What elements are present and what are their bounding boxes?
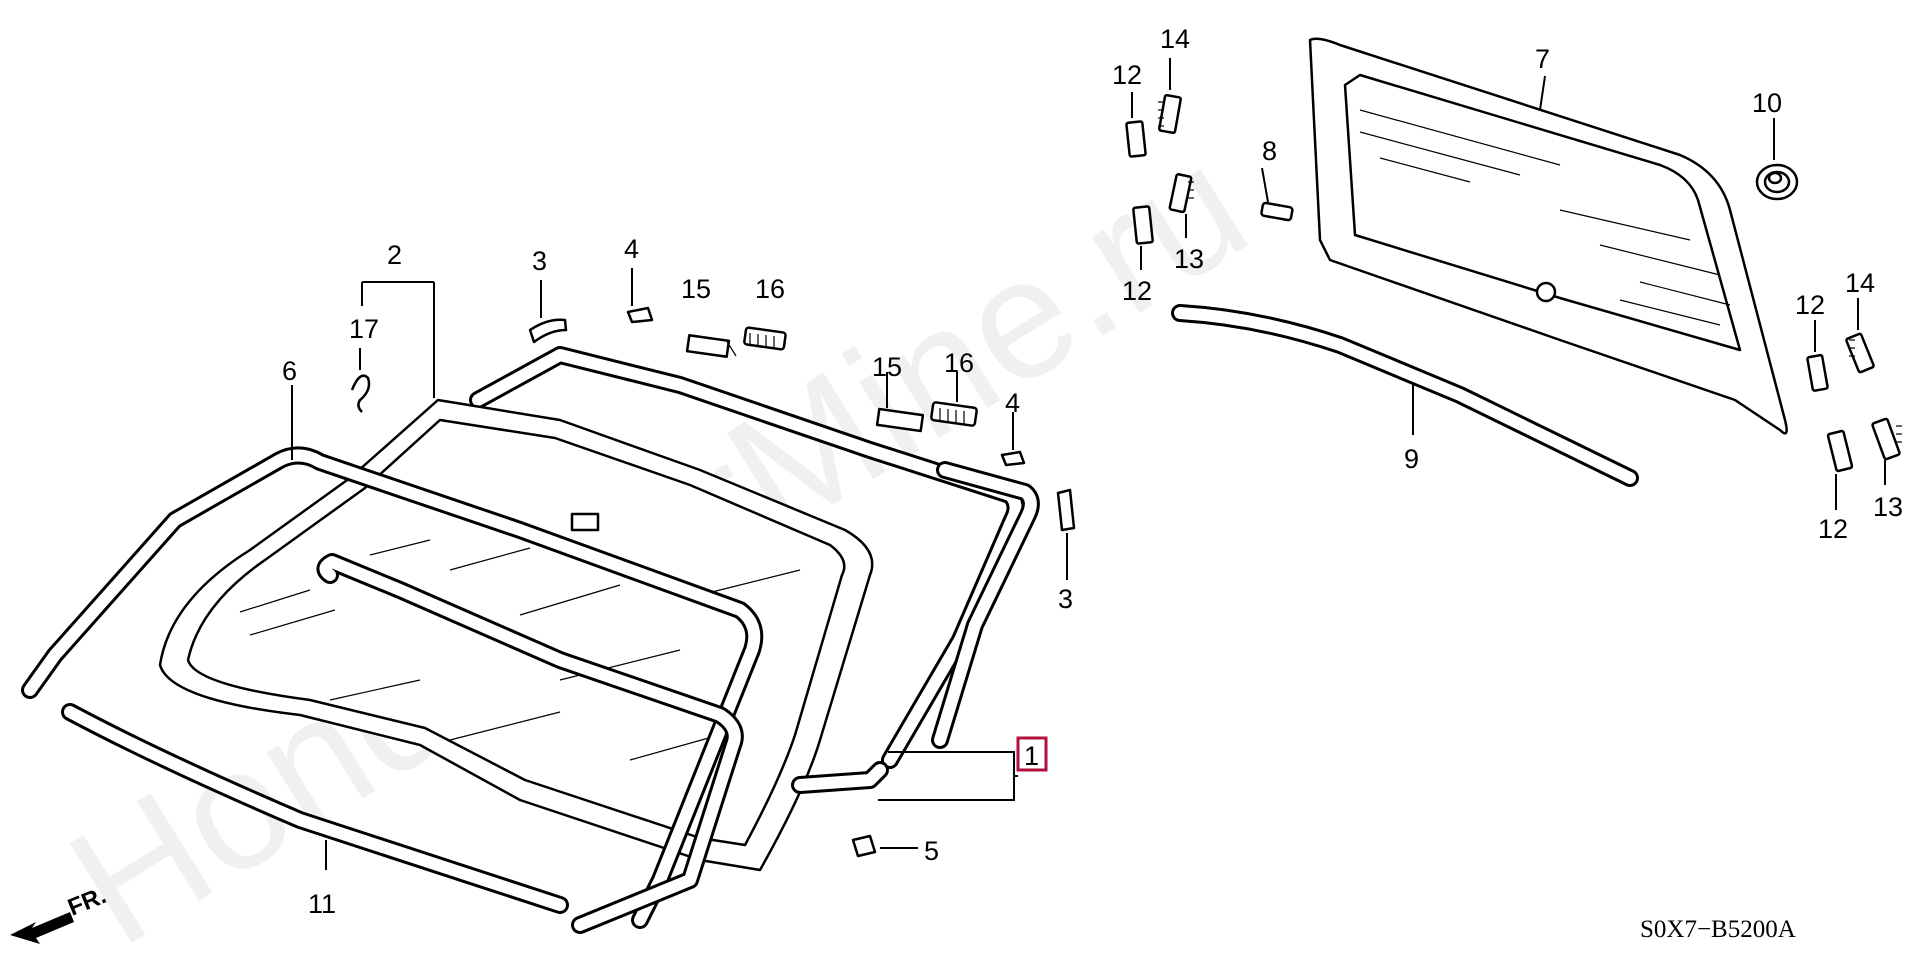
callout-15a: 15 xyxy=(681,274,711,304)
fastener-16b xyxy=(930,401,978,427)
callout-1-highlight-box[interactable] xyxy=(1016,736,1048,772)
clip-3b xyxy=(1056,488,1076,532)
fastener-15a xyxy=(685,334,737,358)
callout-12c: 12 xyxy=(1795,290,1825,320)
callout-2: 2 xyxy=(387,240,402,270)
callout-3b: 3 xyxy=(1058,584,1073,614)
clip-4a xyxy=(626,306,654,324)
fastener-12b xyxy=(1132,205,1154,245)
fastener-13a xyxy=(1168,173,1194,214)
windshield-side-molding xyxy=(931,461,1040,749)
front-direction-arrow: FR. xyxy=(10,882,110,944)
callout-12a: 12 xyxy=(1112,60,1142,90)
callout-10: 10 xyxy=(1752,88,1782,118)
callout-17: 17 xyxy=(349,314,379,344)
callout-13a: 13 xyxy=(1174,244,1204,274)
fastener-16a xyxy=(743,326,787,351)
rear-window-glass xyxy=(1308,37,1788,435)
windshield-upper-molding xyxy=(469,346,1025,769)
grommet-10 xyxy=(1755,163,1799,201)
fastener-12a xyxy=(1125,120,1147,158)
callout-4a: 4 xyxy=(624,234,639,264)
callout-9: 9 xyxy=(1404,444,1419,474)
leader-lines xyxy=(291,58,1886,870)
clip-5 xyxy=(851,834,877,858)
clip-8 xyxy=(1260,201,1294,222)
callout-7: 7 xyxy=(1535,44,1550,74)
callout-3a: 3 xyxy=(532,246,547,276)
callout-5: 5 xyxy=(924,836,939,866)
fastener-14b xyxy=(1845,332,1875,374)
callout-1[interactable]: 1 xyxy=(1024,741,1039,771)
windshield-dam-rubber xyxy=(21,446,764,934)
callout-11: 11 xyxy=(308,889,336,919)
clip-4b xyxy=(1000,450,1026,467)
callout-14b: 14 xyxy=(1845,268,1875,298)
fastener-14a xyxy=(1158,93,1182,135)
callout-8: 8 xyxy=(1262,136,1277,166)
mirror-mount-pad xyxy=(570,512,600,532)
wire-clip-17 xyxy=(350,374,371,413)
callout-16b: 16 xyxy=(944,348,974,378)
fastener-12c xyxy=(1806,353,1829,392)
fastener-12d xyxy=(1826,429,1854,473)
callout-4b: 4 xyxy=(1005,388,1020,418)
fastener-15b xyxy=(875,407,925,433)
rear-window-molding xyxy=(1171,304,1639,487)
callout-14a: 14 xyxy=(1160,24,1190,54)
callout-12b: 12 xyxy=(1122,276,1152,306)
lower-molding xyxy=(61,703,569,914)
defogger-terminal xyxy=(1535,281,1557,303)
callout-15b: 15 xyxy=(872,352,902,382)
callout-6: 6 xyxy=(282,356,297,386)
fastener-13b xyxy=(1871,417,1902,461)
callout-13b: 13 xyxy=(1873,492,1903,522)
diagram-code: S0X7−B5200A xyxy=(1640,916,1796,943)
callout-12d: 12 xyxy=(1818,514,1848,544)
clip-3a xyxy=(528,318,568,344)
callout-16a: 16 xyxy=(755,274,785,304)
